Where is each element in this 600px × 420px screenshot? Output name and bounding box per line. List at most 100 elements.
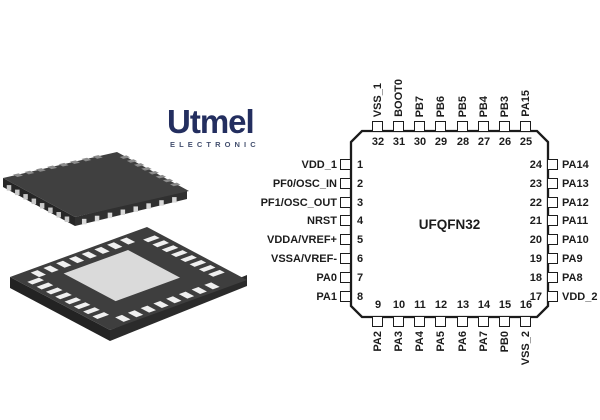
- package-pin-bump: [92, 312, 110, 320]
- package-pin-bump: [126, 159, 138, 163]
- pin-pad-3: [340, 197, 351, 208]
- pin-label-PA9: PA9: [562, 253, 583, 265]
- package-pin-bump: [64, 216, 70, 223]
- pin-pad-6: [340, 253, 351, 264]
- pin-label-PB7: PB7: [414, 95, 426, 117]
- pin-number-4: 4: [357, 215, 364, 227]
- pin-label-PF1/OSC_OUT: PF1/OSC_OUT: [260, 197, 337, 209]
- pin-label-PA7: PA7: [478, 331, 490, 352]
- package-pin-bump: [119, 155, 131, 159]
- package-pin-bump: [204, 282, 220, 290]
- package-pin-bump: [73, 302, 91, 310]
- pin-number-10: 10: [392, 299, 406, 311]
- package-pin-bump: [152, 240, 170, 248]
- package-pin-bump: [92, 155, 103, 159]
- package-pin-bump: [107, 212, 113, 219]
- logo-wordmark: Utmel: [167, 103, 255, 140]
- package-pin-bump: [23, 194, 28, 200]
- pin-number-18: 18: [529, 272, 542, 284]
- pin-pad-29: [435, 121, 446, 132]
- pin-pad-24: [547, 159, 558, 170]
- pin-pad-1: [340, 159, 351, 170]
- chip2-left-side: [10, 277, 110, 341]
- pin-pad-30: [414, 121, 425, 132]
- pin-number-7: 7: [357, 272, 364, 284]
- pin-pad-18: [547, 272, 558, 283]
- pin-number-32: 32: [371, 136, 385, 148]
- package-pin-bump: [56, 260, 72, 268]
- package-pin-bump: [81, 157, 92, 162]
- pin-number-17: 17: [529, 291, 542, 303]
- pin-label-VSS_1: VSS_1: [372, 82, 384, 117]
- pin-number-30: 30: [413, 136, 427, 148]
- package-pin-bump: [140, 305, 156, 313]
- pin-pad-16: [520, 316, 531, 327]
- package-pin-bump: [141, 167, 152, 171]
- package-pin-bump: [198, 264, 216, 272]
- pin-label-PA10: PA10: [562, 234, 589, 246]
- pin-label-PA6: PA6: [457, 331, 469, 352]
- pin-label-BOOT0: BOOT0: [393, 79, 405, 117]
- pin-label-PA14: PA14: [562, 159, 589, 171]
- pin-number-21: 21: [529, 215, 542, 227]
- pin-number-22: 22: [529, 197, 542, 209]
- package-pin-bump: [148, 170, 159, 175]
- pin-label-PA1: PA1: [316, 291, 337, 303]
- pin-pad-2: [340, 178, 351, 189]
- package-pin-bump: [83, 307, 100, 315]
- pin-label-PB6: PB6: [435, 95, 447, 117]
- pin-number-29: 29: [434, 136, 448, 148]
- pin-pad-11: [414, 316, 425, 327]
- package-pin-bump: [55, 292, 72, 300]
- package-pin-bump: [191, 286, 207, 294]
- package-pin-bump: [27, 277, 44, 285]
- pin-pad-25: [520, 121, 531, 132]
- package-pin-bump: [161, 245, 179, 253]
- pin-number-2: 2: [357, 178, 364, 190]
- package-pin-bump: [31, 198, 37, 205]
- pin-label-PA5: PA5: [435, 331, 447, 352]
- pin-number-5: 5: [357, 234, 364, 246]
- package-pin-bump: [24, 170, 35, 175]
- pin-number-25: 25: [519, 136, 533, 148]
- package-pin-bump: [48, 207, 53, 214]
- pin-number-14: 14: [477, 299, 491, 311]
- pin-number-9: 9: [374, 299, 382, 311]
- pin-pad-21: [547, 215, 558, 226]
- pin-pad-32: [372, 121, 383, 132]
- pin-number-16: 16: [519, 299, 533, 311]
- pin-pad-14: [478, 316, 489, 327]
- pin-label-PA12: PA12: [562, 197, 589, 209]
- pin-pad-27: [478, 121, 489, 132]
- package-pin-bump: [143, 235, 160, 243]
- package-pin-bump: [170, 182, 181, 187]
- thermal-pad: [63, 250, 181, 302]
- pin-label-PF0/OSC_IN: PF0/OSC_IN: [272, 178, 337, 190]
- pin-pad-13: [457, 316, 468, 327]
- pin-number-23: 23: [529, 178, 542, 190]
- pin-label-PA15: PA15: [520, 90, 532, 117]
- package-pin-bump: [35, 168, 46, 172]
- package-pin-bump: [107, 242, 123, 250]
- pin-number-19: 19: [529, 253, 542, 265]
- package-pin-bump: [120, 209, 126, 216]
- pin-pad-17: [547, 291, 558, 302]
- pin-label-NRST: NRST: [307, 215, 337, 227]
- package-pin-bump: [12, 173, 23, 177]
- chip1-top-face: [3, 152, 189, 217]
- package-pin-bump: [81, 251, 97, 259]
- pin-label-VDD_2: VDD_2: [562, 291, 598, 303]
- package-pin-bump: [189, 260, 207, 267]
- chip1-right-side: [75, 190, 187, 226]
- package-pin-bump: [119, 237, 136, 245]
- package-pin-bump: [94, 215, 100, 222]
- package-pin-bump: [69, 160, 80, 164]
- utmel-logo: Utmel ELECTRONIC: [167, 103, 260, 149]
- pin-pad-4: [340, 215, 351, 226]
- package-pin-bump: [47, 165, 58, 170]
- pin-number-3: 3: [357, 197, 364, 209]
- package-pin-bump: [6, 185, 12, 191]
- pin-label-VSSA/VREF-: VSSA/VREF-: [270, 253, 337, 265]
- package-pin-bump: [146, 203, 151, 209]
- pin-number-1: 1: [357, 159, 364, 171]
